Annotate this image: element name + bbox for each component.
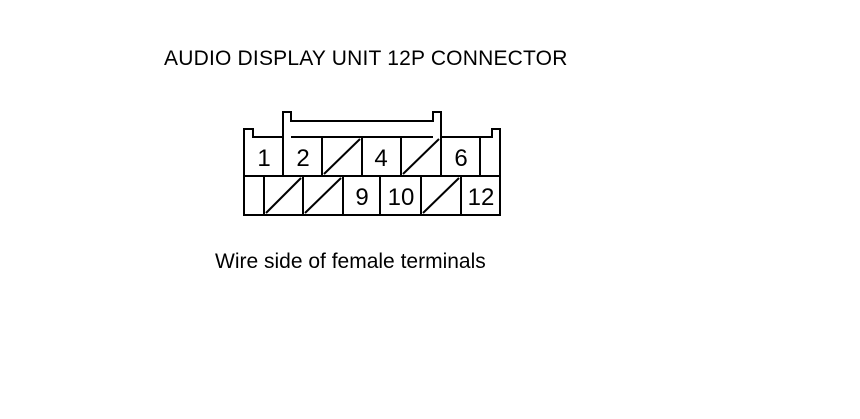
unused-cavity-marks (265, 138, 460, 214)
pin-1: 1 (257, 145, 270, 172)
terminal-side-caption: Wire side of female terminals (215, 250, 486, 273)
pin-12: 12 (468, 184, 495, 211)
unused-cavity-3 (323, 138, 361, 175)
unused-cavity-8a (265, 177, 302, 214)
top-row-dividers (282, 137, 481, 176)
connector-housing (243, 111, 501, 216)
pin-6: 6 (454, 145, 467, 172)
unused-cavity-8b (304, 177, 342, 214)
bottom-row-dividers (263, 176, 462, 215)
unused-cavity-11 (422, 177, 460, 214)
pin-2: 2 (296, 145, 309, 172)
pin-9: 9 (355, 184, 368, 211)
pin-4: 4 (374, 145, 387, 172)
pin-10: 10 (388, 184, 415, 211)
connector-title: AUDIO DISPLAY UNIT 12P CONNECTOR (164, 47, 568, 70)
unused-cavity-5 (402, 138, 440, 175)
